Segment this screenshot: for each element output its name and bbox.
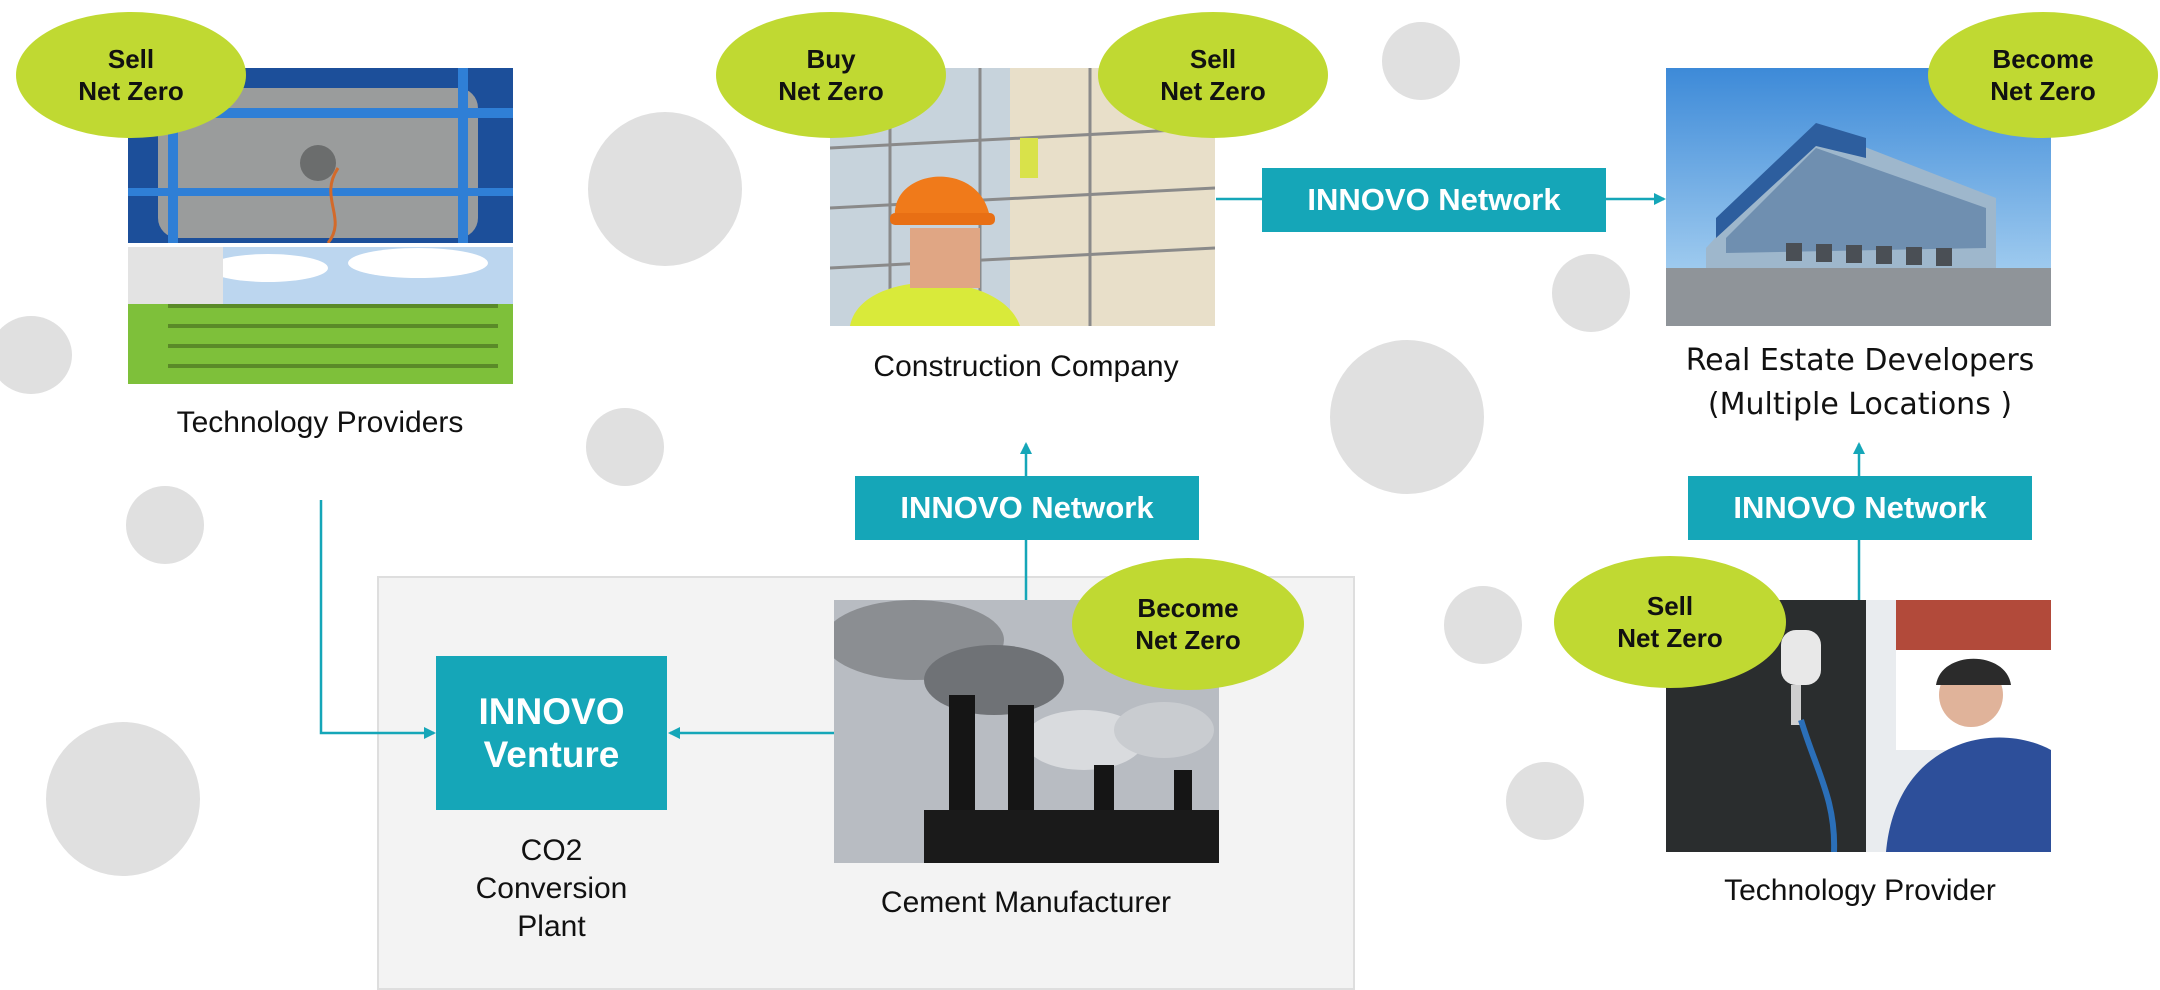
co2-conversion-plant-label: CO2 Conversion Plant	[475, 834, 628, 943]
decorative-bubble	[1382, 22, 1460, 100]
badge-buy-net-zero: Buy Net Zero	[716, 12, 946, 138]
badge-become-net-zero: Become Net Zero	[1072, 558, 1304, 690]
innovo-network-box: INNOVO Network	[1688, 476, 2032, 540]
construction-company-label: Construction Company	[873, 350, 1179, 383]
innovo-network-box: INNOVO Network	[1262, 168, 1606, 232]
technology-providers-label: Technology Providers	[176, 406, 464, 439]
decorative-bubble	[0, 316, 72, 394]
real-estate-label-line1: Real Estate Developers	[1685, 343, 2035, 378]
arrow-tech-to-venture	[319, 500, 436, 739]
decorative-bubble	[1552, 254, 1630, 332]
technology-provider-photo	[1666, 600, 2051, 852]
decorative-bubble	[1506, 762, 1584, 840]
badge-sell-net-zero: Sell Net Zero	[16, 12, 246, 138]
technology-provider-label: Technology Provider	[1724, 874, 1996, 907]
decorative-bubble	[46, 722, 200, 876]
decorative-bubble	[588, 112, 742, 266]
decorative-bubble	[1330, 340, 1484, 494]
decorative-bubble	[126, 486, 204, 564]
real-estate-photo	[1666, 68, 2051, 326]
decorative-bubble	[1444, 586, 1522, 664]
innovo-venture-box: INNOVO Venture	[436, 656, 667, 810]
decorative-bubble	[586, 408, 664, 486]
innovo-network-box: INNOVO Network	[855, 476, 1199, 540]
badge-sell-net-zero: Sell Net Zero	[1098, 12, 1328, 138]
badge-sell-net-zero: Sell Net Zero	[1554, 556, 1786, 688]
badge-become-net-zero: Become Net Zero	[1928, 12, 2158, 138]
cement-manufacturer-label: Cement Manufacturer	[880, 886, 1172, 919]
real-estate-label-line2: (Multiple Locations )	[1707, 387, 2013, 422]
